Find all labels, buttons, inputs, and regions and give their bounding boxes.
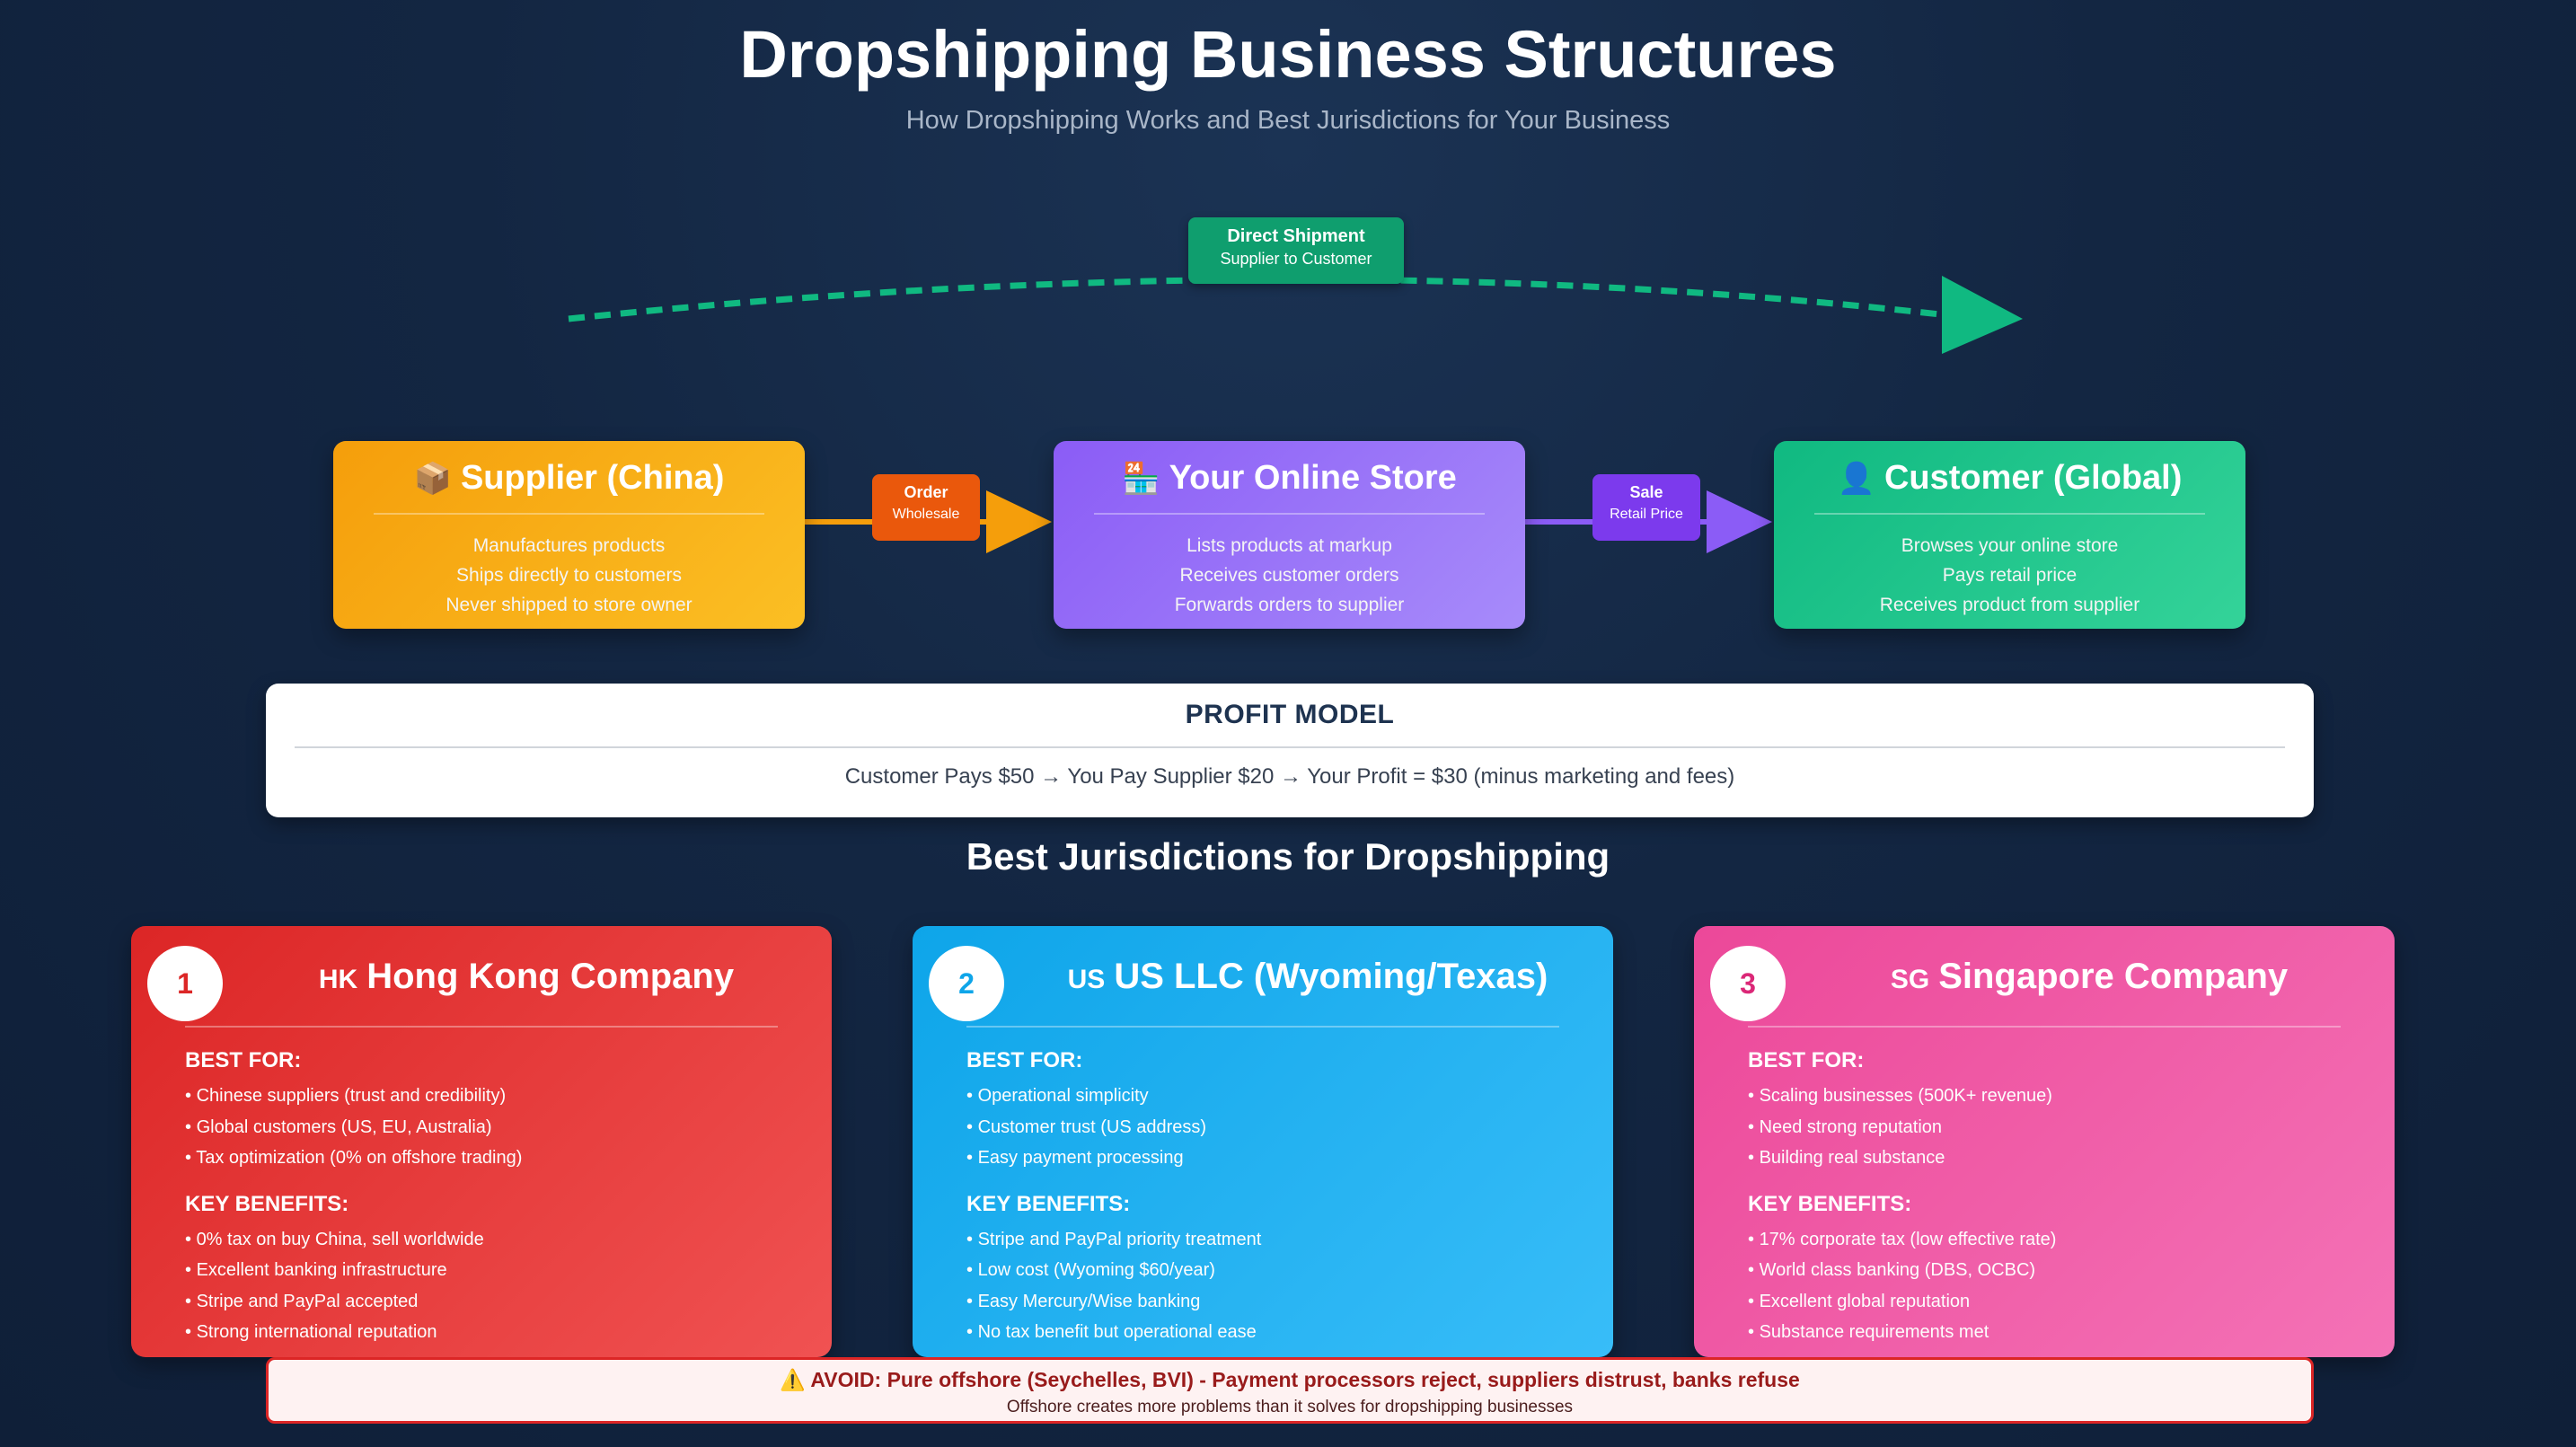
list-item: Easy Mercury/Wise banking — [966, 1286, 1577, 1318]
divider — [1748, 1026, 2341, 1028]
profit-model-text: Customer Pays $50 → You Pay Supplier $20… — [844, 764, 1735, 789]
order-tag-sub: Wholesale — [892, 507, 960, 522]
divider — [295, 746, 2285, 748]
list-item: 17% corporate tax (low effective rate) — [1748, 1224, 2359, 1256]
customer-line: Pays retail price — [1942, 565, 2078, 586]
page-subtitle: How Dropshipping Works and Best Jurisdic… — [905, 106, 1671, 135]
list-item: Low cost (Wyoming $60/year) — [966, 1255, 1577, 1286]
supplier-line: Ships directly to customers — [456, 565, 682, 586]
customer-title: Customer (Global) — [1883, 459, 2183, 497]
list-item: Excellent global reputation — [1748, 1286, 2359, 1318]
package-icon: 📦 — [413, 462, 452, 496]
supplier-title: Supplier (China) — [460, 459, 725, 497]
list-item: World class banking (DBS, OCBC) — [1748, 1255, 2359, 1286]
key-benefits-heading: KEY BENEFITS: — [1748, 1191, 1912, 1216]
page-title: Dropshipping Business Structures — [739, 17, 1837, 92]
card-title: Singapore Company — [1938, 957, 2289, 996]
store-line: Receives customer orders — [1179, 565, 1399, 586]
store-icon: 🏪 — [1122, 462, 1160, 496]
direct-shipment-arrowhead — [1942, 276, 2023, 354]
rank-badge: 2 — [929, 946, 1004, 1021]
supplier-line: Manufactures products — [472, 535, 666, 556]
list-item: No tax benefit but operational ease — [966, 1317, 1577, 1348]
list-item: Global customers (US, EU, Australia) — [185, 1112, 796, 1143]
avoid-warning-box: ⚠️ AVOID: Pure offshore (Seychelles, BVI… — [266, 1357, 2314, 1424]
best-for-heading: BEST FOR: — [1748, 1048, 1865, 1072]
divider — [185, 1026, 778, 1028]
list-item: Stripe and PayPal accepted — [185, 1286, 796, 1318]
jurisdictions-title: Best Jurisdictions for Dropshipping — [966, 835, 1610, 878]
divider — [1814, 513, 2205, 515]
warning-icon: ⚠️ — [780, 1368, 806, 1391]
store-box: 🏪 Your Online Store Lists products at mar… — [1054, 441, 1525, 629]
list-item: 0% tax on buy China, sell worldwide — [185, 1224, 796, 1256]
profit-model-title: PROFIT MODEL — [1185, 700, 1395, 729]
list-item: Easy payment processing — [966, 1143, 1577, 1174]
direct-shipment-sub: Supplier to Customer — [1220, 250, 1372, 268]
list-item: Strong international reputation — [185, 1317, 796, 1348]
jurisdiction-card-singapore: 3 SG Singapore Company BEST FOR: Scaling … — [1694, 926, 2395, 1357]
order-arrowhead — [986, 490, 1052, 553]
direct-shipment-arc — [568, 276, 1941, 322]
divider — [966, 1026, 1559, 1028]
customer-box: 👤Customer (Global) Browses your online s… — [1774, 441, 2245, 629]
country-code: HK — [318, 965, 358, 994]
list-item: Operational simplicity — [966, 1081, 1577, 1112]
store-line: Lists products at markup — [1187, 535, 1392, 556]
divider — [1094, 513, 1485, 515]
country-code: US — [1067, 965, 1106, 994]
list-item: Excellent banking infrastructure — [185, 1255, 796, 1286]
key-benefits-heading: KEY BENEFITS: — [185, 1191, 349, 1216]
direct-shipment-title: Direct Shipment — [1227, 226, 1365, 246]
card-title: US LLC (Wyoming/Texas) — [1114, 957, 1548, 996]
avoid-subtext: Offshore creates more problems than it s… — [1006, 1398, 1574, 1416]
sale-tag: Sale Retail Price — [1592, 474, 1700, 541]
customer-line: Browses your online store — [1901, 535, 2119, 556]
list-item: Stripe and PayPal priority treatment — [966, 1224, 1577, 1256]
list-item: Substance requirements met — [1748, 1317, 2359, 1348]
profit-model-box: PROFIT MODEL Customer Pays $50 → You Pay… — [266, 684, 2314, 817]
sale-tag-title: Sale — [1629, 483, 1663, 501]
divider — [374, 513, 764, 515]
order-tag-title: Order — [904, 483, 948, 501]
list-item: Tax optimization (0% on offshore trading… — [185, 1143, 796, 1174]
supplier-line: Never shipped to store owner — [446, 595, 693, 615]
rank-badge: 1 — [147, 946, 223, 1021]
list-item: Building real substance — [1748, 1143, 2359, 1174]
customer-line: Receives product from supplier — [1879, 595, 2140, 615]
best-for-heading: BEST FOR: — [185, 1048, 302, 1072]
list-item: Customer trust (US address) — [966, 1112, 1577, 1143]
direct-shipment-tag: Direct Shipment Supplier to Customer — [1188, 217, 1404, 284]
sale-tag-sub: Retail Price — [1610, 507, 1683, 522]
best-for-heading: BEST FOR: — [966, 1048, 1083, 1072]
list-item: Chinese suppliers (trust and credibility… — [185, 1081, 796, 1112]
order-tag: Order Wholesale — [872, 474, 980, 541]
store-line: Forwards orders to supplier — [1174, 595, 1405, 615]
list-item: Scaling businesses (500K+ revenue) — [1748, 1081, 2359, 1112]
supplier-box: 📦Supplier (China) Manufactures products … — [333, 441, 805, 629]
key-benefits-heading: KEY BENEFITS: — [966, 1191, 1131, 1216]
jurisdiction-card-hong-kong: 1 HK Hong Kong Company BEST FOR: Chinese … — [131, 926, 832, 1357]
jurisdiction-card-us-llc: 2 US US LLC (Wyoming/Texas) BEST FOR: Ope… — [913, 926, 1613, 1357]
sale-arrowhead — [1707, 490, 1772, 553]
card-title: Hong Kong Company — [366, 957, 735, 996]
store-title: Your Online Store — [1169, 459, 1457, 497]
country-code: SG — [1890, 965, 1930, 994]
list-item: Need strong reputation — [1748, 1112, 2359, 1143]
person-icon: 👤 — [1837, 462, 1875, 496]
rank-badge: 3 — [1710, 946, 1786, 1021]
avoid-text: AVOID: Pure offshore (Seychelles, BVI) -… — [810, 1368, 1800, 1391]
